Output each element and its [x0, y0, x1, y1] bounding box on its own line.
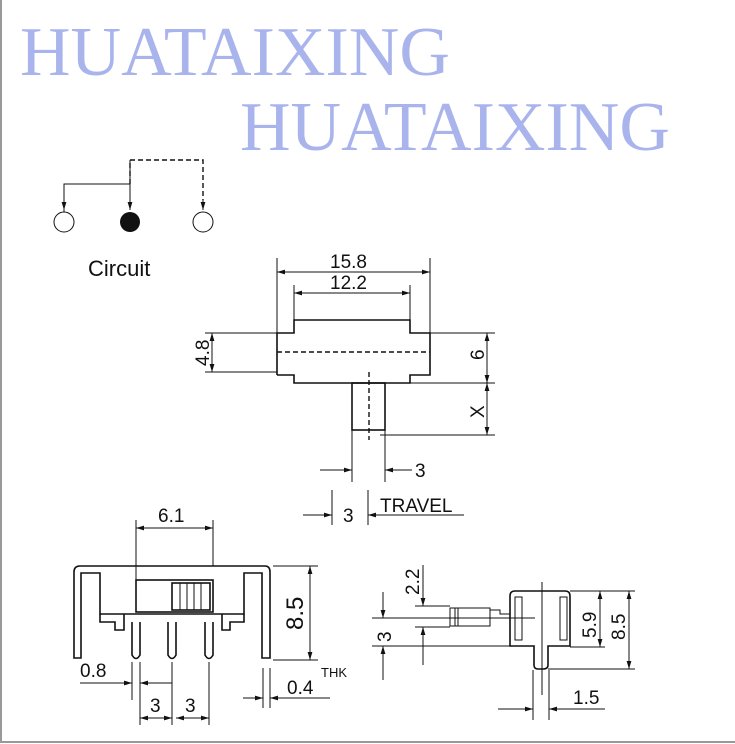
- front-view: 6.1 8.5 0.8 3 3 0.4 THK: [73, 506, 347, 725]
- dim-3-height: 3: [375, 631, 396, 642]
- thk-label: THK: [321, 665, 347, 680]
- dim-0-8: 0.8: [80, 661, 106, 682]
- dim-2-2: 2.2: [403, 569, 424, 595]
- dim-12-2: 12.2: [330, 273, 367, 294]
- dim-4-8: 4.8: [193, 340, 214, 366]
- circuit-label: Circuit: [88, 256, 150, 281]
- dim-x: X: [468, 405, 489, 418]
- dim-6-1: 6.1: [158, 506, 184, 527]
- dim-5-9: 5.9: [580, 612, 601, 638]
- watermark: HUATAIXING: [240, 89, 670, 166]
- terminal-open-icon: [192, 211, 214, 233]
- top-view: 15.8 12.2 4.8 6 X 3 3 TRAVEL: [193, 252, 495, 527]
- dim-8-5-side: 8.5: [609, 614, 630, 640]
- dim-0-4: 0.4: [287, 678, 314, 699]
- dim-3-width: 3: [415, 461, 426, 482]
- circuit-diagram: Circuit: [53, 159, 214, 281]
- dim-pitch-2: 3: [185, 696, 196, 717]
- dim-15-8: 15.8: [330, 252, 367, 273]
- terminal-common-icon: [120, 212, 140, 232]
- dim-8-5: 8.5: [282, 597, 309, 630]
- dim-pitch-1: 3: [150, 696, 161, 717]
- terminal-open-icon: [53, 211, 75, 233]
- side-view: 2.2 3 5.9 8.5 1.5: [372, 565, 635, 720]
- dim-1-5: 1.5: [573, 688, 599, 709]
- dim-6: 6: [468, 349, 489, 360]
- travel-label: TRAVEL: [380, 496, 453, 517]
- watermark: HUATAIXING: [20, 14, 450, 91]
- travel-value: 3: [343, 506, 354, 527]
